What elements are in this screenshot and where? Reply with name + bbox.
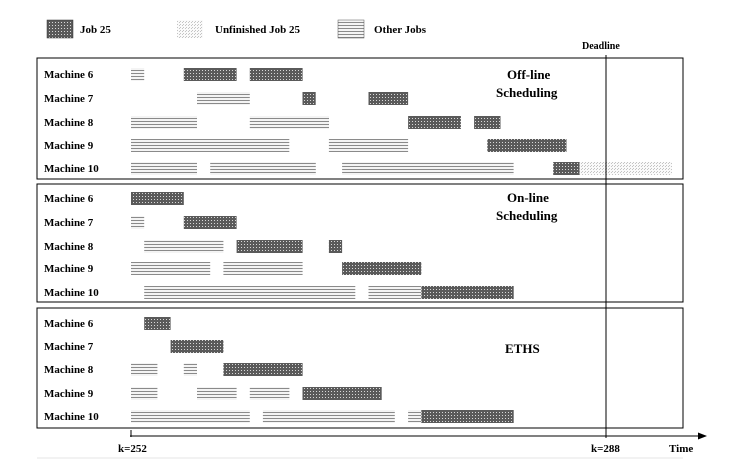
time-axis: k=252 k=288 Time xyxy=(118,430,707,455)
machine-label: Machine 8 xyxy=(44,241,94,253)
machine-label: Machine 7 xyxy=(44,217,94,229)
panel-title-line: Scheduling xyxy=(496,85,558,100)
gantt-bar-other xyxy=(197,387,237,400)
gantt-bar-other xyxy=(144,240,224,253)
gantt-bar-other xyxy=(249,387,290,400)
tick-label-start: k=252 xyxy=(118,443,147,455)
deadline-label: Deadline xyxy=(582,41,620,52)
gantt-bar-job25 xyxy=(302,92,316,105)
gantt-bar-other xyxy=(262,410,395,423)
machine-label: Machine 10 xyxy=(44,287,99,299)
panel-online: Machine 6 Machine 7 Machine 8 Machine 9 Mach… xyxy=(36,183,684,303)
gantt-bar-other xyxy=(131,410,250,423)
panel-rows: Machine 6 Machine 7 Machine 8 Machine 9 Mach… xyxy=(44,192,514,299)
panel-title-line: ETHS xyxy=(505,341,540,356)
gantt-bar-other xyxy=(131,116,197,129)
machine-label: Machine 9 xyxy=(44,263,94,275)
gantt-bar-other xyxy=(144,286,356,299)
machine-label: Machine 10 xyxy=(44,411,99,423)
machine-label: Machine 6 xyxy=(44,318,94,330)
panel-frame xyxy=(36,57,684,180)
gantt-bar-other xyxy=(210,162,316,175)
machine-label: Machine 6 xyxy=(44,69,94,81)
gantt-bar-other xyxy=(368,286,422,299)
gantt-bar-job25 xyxy=(236,240,303,253)
machine-label: Machine 7 xyxy=(44,341,94,353)
panel-frame xyxy=(36,307,684,429)
legend-label-other: Other Jobs xyxy=(374,24,427,36)
time-axis-arrowhead xyxy=(698,432,707,440)
gantt-bar-job25 xyxy=(487,139,567,152)
gantt-bar-job25 xyxy=(183,216,237,229)
gantt-bar-other xyxy=(249,116,329,129)
gantt-bar-other xyxy=(131,216,145,229)
machine-label: Machine 7 xyxy=(44,93,94,105)
gantt-bar-unfinished xyxy=(579,162,672,175)
gantt-bar-job25 xyxy=(342,262,422,275)
gantt-bar-job25 xyxy=(170,340,224,353)
gantt-bar-job25 xyxy=(474,116,501,129)
gantt-bar-other xyxy=(223,262,303,275)
gantt-bar-other xyxy=(183,363,197,376)
gantt-bar-job25 xyxy=(421,410,514,423)
machine-label: Machine 8 xyxy=(44,117,94,129)
panel-frame xyxy=(36,183,684,303)
gantt-bar-other xyxy=(197,92,250,105)
machine-label: Machine 8 xyxy=(44,364,94,376)
gantt-bar-other xyxy=(342,162,514,175)
gantt-bar-other xyxy=(131,363,158,376)
machine-label: Machine 9 xyxy=(44,140,94,152)
gantt-bar-job25 xyxy=(553,162,580,175)
legend-label-job25: Job 25 xyxy=(80,24,111,36)
gantt-bar-other xyxy=(131,68,145,81)
panel-rows: Machine 6 Machine 7 Machine 8 Machine 9 Mach… xyxy=(44,317,514,423)
legend-label-unfinished: Unfinished Job 25 xyxy=(215,24,300,36)
gantt-bar-other xyxy=(131,262,211,275)
panel-title-line: On-line xyxy=(507,190,549,205)
gantt-bar-job25 xyxy=(368,92,409,105)
panel-rows: Machine 6 Machine 7 Machine 8 Machine 9 Mach… xyxy=(44,68,672,175)
gantt-bar-job25 xyxy=(408,116,461,129)
gantt-bar-job25 xyxy=(144,317,171,330)
panel-offline: Machine 6 Machine 7 Machine 8 Machine 9 Mach… xyxy=(36,57,684,180)
gantt-bar-other xyxy=(328,139,409,152)
gantt-bar-job25 xyxy=(421,286,514,299)
tick-label-deadline: k=288 xyxy=(591,443,620,455)
gantt-bar-job25 xyxy=(223,363,303,376)
legend-swatch-other xyxy=(337,19,365,39)
gantt-bar-job25 xyxy=(183,68,237,81)
machine-label: Machine 9 xyxy=(44,388,94,400)
panel-title-line: Scheduling xyxy=(496,208,558,223)
gantt-bar-other xyxy=(408,410,422,423)
gantt-bar-other xyxy=(131,139,290,152)
machine-label: Machine 10 xyxy=(44,163,99,175)
gantt-bar-other xyxy=(131,162,197,175)
panel-eths: Machine 6 Machine 7 Machine 8 Machine 9 Mach… xyxy=(36,307,684,429)
panel-title-line: Off-line xyxy=(507,67,551,82)
gantt-bar-job25 xyxy=(328,240,343,253)
gantt-bar-job25 xyxy=(249,68,303,81)
gantt-bar-other xyxy=(131,387,158,400)
gantt-bar-job25 xyxy=(302,387,382,400)
legend-swatch-unfinished xyxy=(177,20,203,38)
gantt-bar-job25 xyxy=(131,192,184,205)
legend: Job 25 Unfinished Job 25 Other Jobs xyxy=(46,19,427,39)
legend-swatch-job25 xyxy=(46,19,74,39)
machine-label: Machine 6 xyxy=(44,193,94,205)
time-axis-label: Time xyxy=(669,443,693,455)
